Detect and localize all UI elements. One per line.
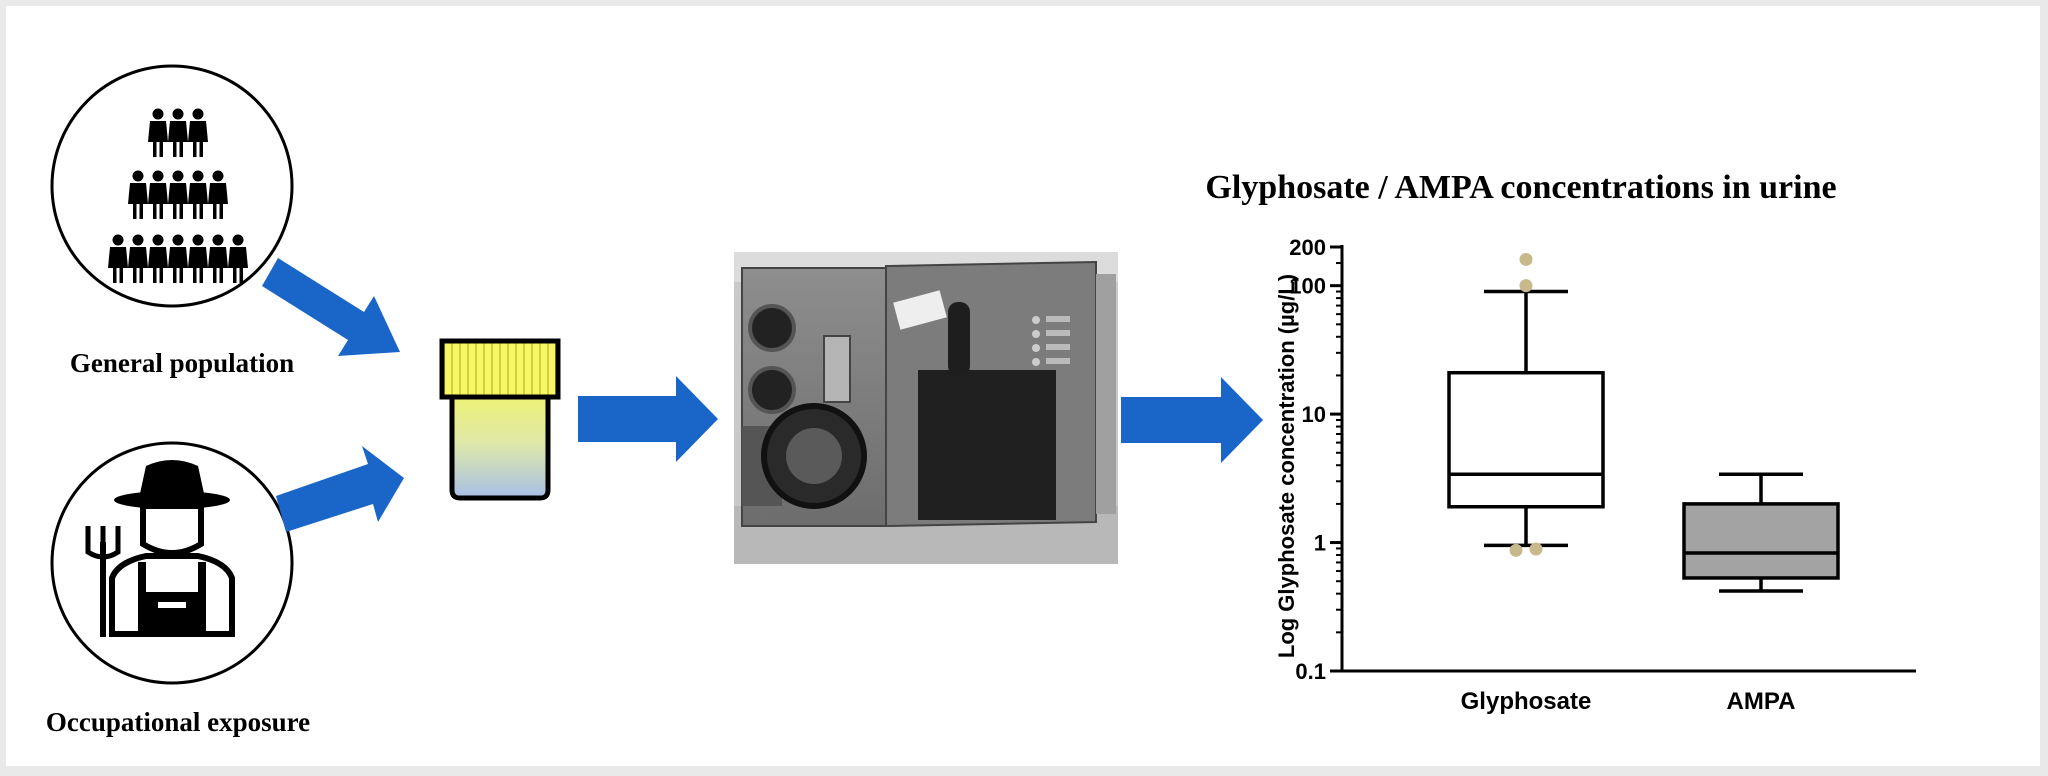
person-icon — [208, 170, 228, 219]
y-tick-label: 1 — [1314, 531, 1326, 556]
people-pyramid-icon — [108, 108, 248, 283]
box-plot-chart: Glyphosate / AMPA concentrations in urin… — [1205, 169, 1916, 715]
flow-arrows — [262, 258, 1263, 532]
arrow-population-to-cup — [262, 258, 400, 356]
person-icon — [168, 234, 188, 283]
box-ampa — [1682, 472, 1840, 593]
person-icon — [128, 170, 148, 219]
box-glyphosate — [1447, 252, 1605, 557]
figure-frame: General population Occupational exposure — [6, 6, 2040, 766]
general-population-group: General population — [50, 64, 294, 378]
x-tick-label: Glyphosate — [1461, 688, 1592, 715]
farmer-with-pitchfork-icon — [85, 460, 235, 637]
y-tick-label: 0.1 — [1295, 659, 1326, 684]
person-icon — [168, 108, 188, 157]
person-icon — [188, 234, 208, 283]
occupational-exposure-label: Occupational exposure — [46, 707, 310, 737]
outlier-point — [1509, 543, 1523, 557]
graphical-abstract: General population Occupational exposure — [46, 64, 1916, 737]
occupational-exposure-group: Occupational exposure — [46, 441, 310, 737]
person-icon — [148, 234, 168, 283]
outlier-point — [1529, 542, 1543, 556]
iqr-box — [1447, 370, 1605, 509]
person-icon — [128, 234, 148, 283]
urine-sample-cup-icon — [439, 338, 561, 501]
lc-ms-instrument-photo — [734, 252, 1118, 564]
chart-title: Glyphosate / AMPA concentrations in urin… — [1205, 169, 1836, 206]
person-icon — [148, 108, 168, 157]
person-icon — [168, 170, 188, 219]
y-tick-label: 10 — [1302, 402, 1326, 427]
person-icon — [108, 234, 128, 283]
x-tick-label: AMPA — [1727, 688, 1796, 715]
y-tick-label: 100 — [1289, 274, 1326, 299]
person-icon — [188, 108, 208, 157]
person-icon — [188, 170, 208, 219]
person-icon — [208, 234, 228, 283]
arrow-farmer-to-cup — [276, 446, 404, 532]
outlier-point — [1519, 252, 1533, 266]
y-tick-label: 200 — [1289, 235, 1326, 260]
iqr-box — [1682, 502, 1840, 580]
arrow-cup-to-instrument — [578, 376, 718, 462]
y-axis-label: Log Glyphosate concentration (µg/L) — [1274, 274, 1299, 658]
arrow-instrument-to-chart — [1121, 377, 1263, 463]
general-population-label: General population — [70, 348, 294, 378]
person-icon — [228, 234, 248, 283]
outlier-point — [1519, 279, 1533, 293]
person-icon — [148, 170, 168, 219]
